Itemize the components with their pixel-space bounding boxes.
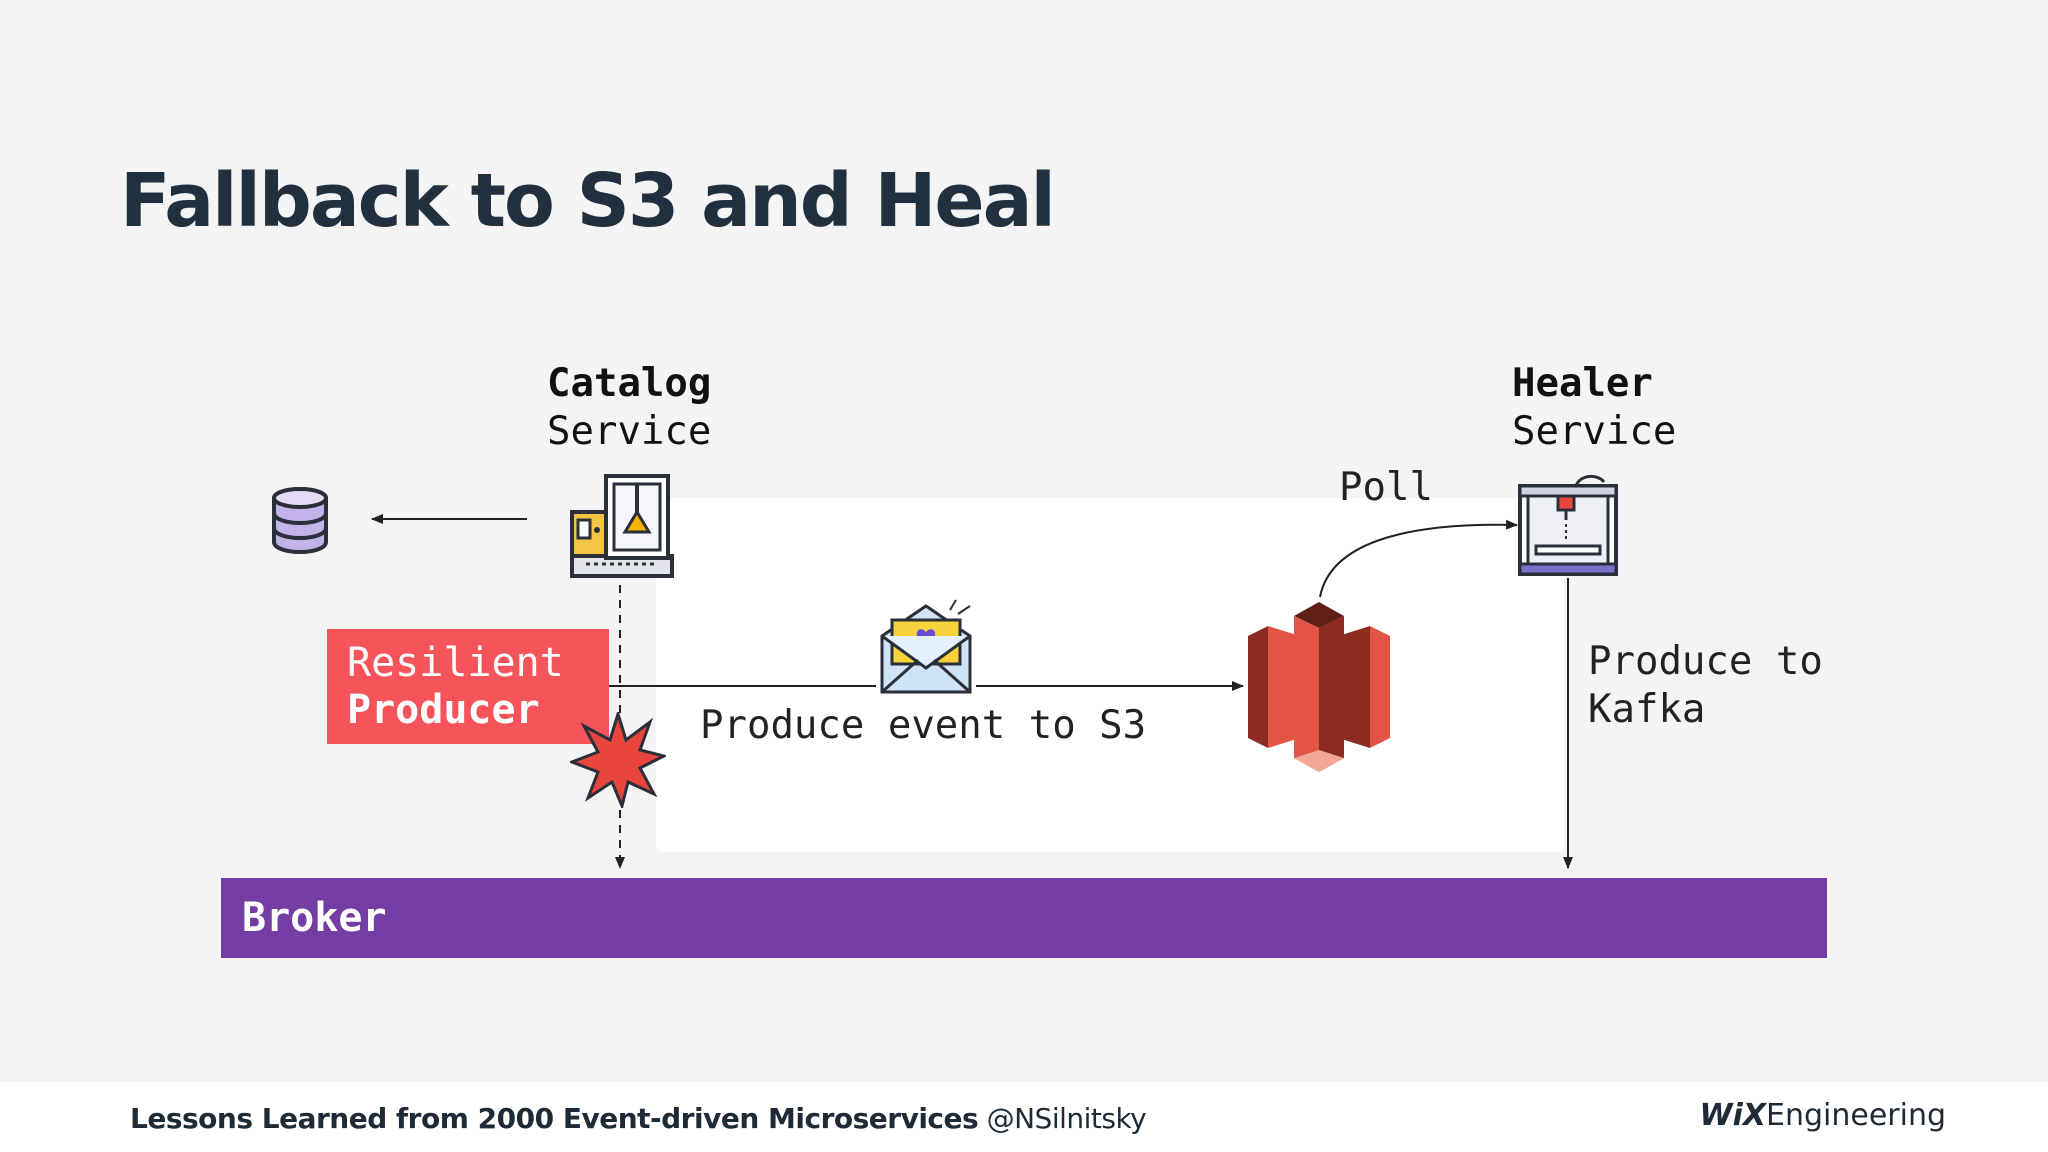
resilient-producer-line2: Producer <box>347 687 540 733</box>
healer-service-suffix: Service <box>1512 409 1677 454</box>
catalog-service-name: Catalog <box>547 361 712 406</box>
catalog-service-suffix: Service <box>547 409 712 454</box>
slide-title: Fallback to S3 and Heal <box>120 158 1056 244</box>
produce-event-to-s3-label: Produce event to S3 <box>700 703 1147 748</box>
aws-s3-bucket-icon <box>1248 602 1390 772</box>
footer: Lessons Learned from 2000 Event-driven M… <box>0 1082 2048 1152</box>
footer-brand: WiXEngineering <box>1699 1098 1946 1133</box>
arrow-poll <box>1319 519 1518 598</box>
produce-to-kafka-line1: Produce to <box>1588 639 1823 684</box>
produce-to-kafka-label: Produce to Kafka <box>1588 638 1823 734</box>
catalog-service-label: Catalog Service <box>547 360 711 456</box>
wix-logo: WiX <box>1699 1098 1766 1133</box>
3d-printer-icon <box>1518 475 1618 576</box>
produce-to-kafka-line2: Kafka <box>1588 687 1706 732</box>
explosion-icon <box>570 712 666 808</box>
footer-brand-suffix: Engineering <box>1766 1098 1946 1133</box>
broker-bar: Broker <box>221 878 1827 958</box>
healer-service-name: Healer <box>1512 361 1653 406</box>
catalog-machine-icon <box>570 474 674 578</box>
resilient-producer-line1: Resilient <box>347 640 564 686</box>
database-icon <box>272 487 328 555</box>
footer-talk-title: Lessons Learned from 2000 Event-driven M… <box>130 1102 979 1135</box>
resilient-producer-box: Resilient Producer <box>327 629 609 744</box>
footer-talk-info: Lessons Learned from 2000 Event-driven M… <box>130 1102 1147 1135</box>
poll-label: Poll <box>1339 465 1433 510</box>
broker-label: Broker <box>242 895 387 941</box>
flow-panel <box>656 498 1564 852</box>
footer-handle: @NSilnitsky <box>986 1102 1147 1135</box>
envelope-heart-icon <box>880 599 972 694</box>
healer-service-label: Healer Service <box>1512 360 1676 456</box>
